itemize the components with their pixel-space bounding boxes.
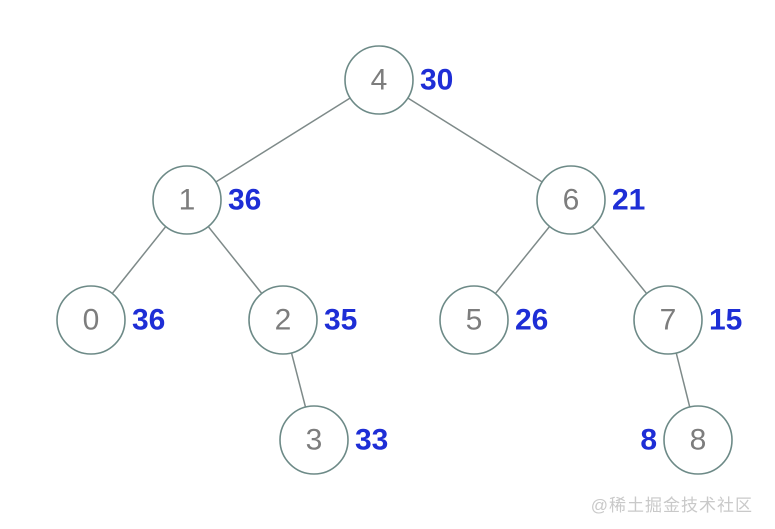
node-extra-label-7: 15 (709, 304, 742, 337)
node-extra-label-8: 8 (640, 424, 657, 457)
tree-node-1: 1 36 (152, 165, 261, 235)
node-extra-label-1: 36 (228, 184, 261, 217)
node-extra-label-5: 26 (515, 304, 548, 337)
node-circle-1 (152, 165, 222, 235)
tree-edge-4-1 (186, 79, 380, 201)
node-value-2: 2 (275, 304, 292, 337)
node-value-4: 4 (371, 64, 388, 97)
node-value-7: 7 (660, 304, 677, 337)
watermark: @稀土掘金技术社区 (590, 496, 753, 515)
node-circle-7 (633, 285, 703, 355)
node-extra-label-4: 30 (420, 64, 453, 97)
tree-node-8: 88 (640, 405, 733, 475)
node-value-8: 8 (690, 424, 707, 457)
tree-node-2: 2 35 (248, 285, 357, 355)
node-extra-label-0: 36 (132, 304, 165, 337)
node-circle-6 (536, 165, 606, 235)
node-extra-label-2: 35 (324, 304, 357, 337)
tree-node-5: 5 26 (439, 285, 548, 355)
node-extra-label-3: 33 (355, 424, 388, 457)
node-extra-label-6: 21 (612, 184, 645, 217)
node-value-6: 6 (563, 184, 580, 217)
node-circle-2 (248, 285, 318, 355)
tree-node-7: 7 15 (633, 285, 742, 355)
node-circle-4 (344, 45, 414, 115)
node-value-3: 3 (306, 424, 323, 457)
tree-node-4: 4 30 (344, 45, 453, 115)
node-value-5: 5 (466, 304, 483, 337)
node-circle-0 (56, 285, 126, 355)
tree-node-6: 6 21 (536, 165, 645, 235)
node-circle-5 (439, 285, 509, 355)
node-circle-8 (663, 405, 733, 475)
node-value-1: 1 (179, 184, 196, 217)
tree-edge-4-6 (378, 79, 572, 201)
node-value-0: 0 (83, 304, 100, 337)
tree-node-0: 0 36 (56, 285, 165, 355)
node-circle-3 (279, 405, 349, 475)
